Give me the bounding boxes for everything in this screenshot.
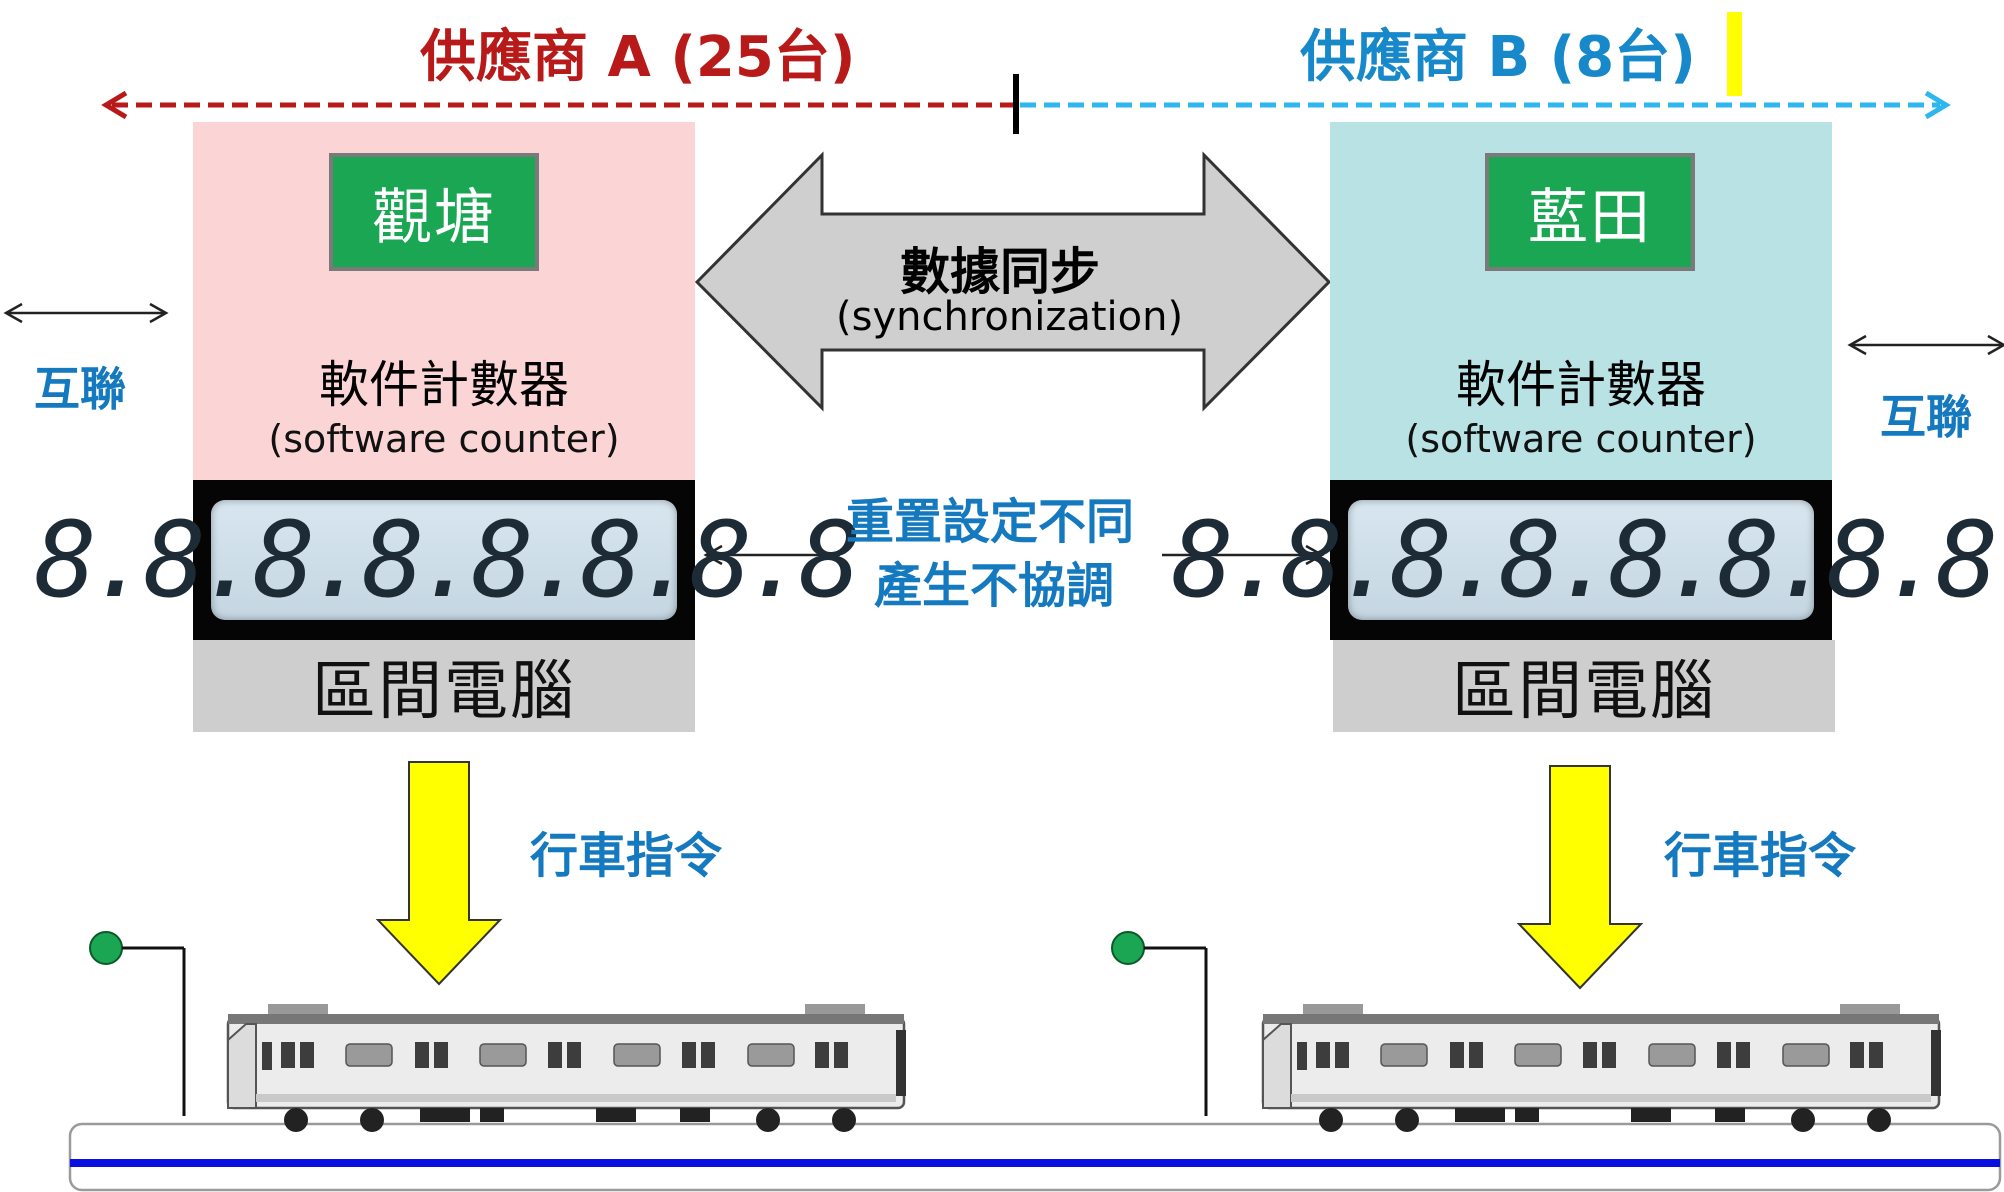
vendor-a-label: 供應商 A (25台) (420, 25, 856, 90)
sync-double-arrow (694, 151, 1332, 412)
station-b-counter-display: 8.8.8.8.8.8.8.8 (1171, 480, 1999, 640)
station-a-lcd-digits: 8.8.8.8.8.8.8.8 (34, 499, 861, 621)
command-arrow-right (1516, 765, 1644, 990)
command-arrow-left (375, 761, 503, 986)
reset-right-arrow (1162, 544, 1325, 566)
command-right-label: 行車指令 (1664, 828, 1857, 884)
signal-left (89, 931, 186, 1116)
station-b-section-computer: 區間電腦 (1333, 640, 1835, 732)
sync-label-en: (synchronization) (836, 294, 1184, 340)
station-a-section-computer: 區間電腦 (193, 640, 695, 732)
station-a-counter-display: 8.8.8.8.8.8.8.8 (34, 480, 862, 640)
interlink-right-label: 互聯 (1880, 390, 1972, 444)
vendor-b-label: 供應商 B (8台) (1300, 25, 1696, 90)
interlink-left-label: 互聯 (34, 362, 126, 416)
reset-mismatch-line2: 產生不協調 (874, 558, 1115, 614)
command-left-label: 行車指令 (530, 828, 723, 884)
station-b-counter-label: 軟件計數器 (1456, 356, 1706, 414)
reset-left-arrow (703, 544, 840, 566)
railway-track (68, 1122, 2002, 1192)
station-a-name-sign: 觀塘 (329, 153, 539, 271)
train-left (226, 1004, 906, 1132)
station-b-name-sign: 藍田 (1485, 153, 1695, 271)
station-a-counter-label: 軟件計數器 (319, 356, 569, 414)
highlight-marker (1727, 12, 1742, 96)
interlink-right-arrow (1847, 334, 2004, 356)
station-a-counter-label-en: (software counter) (268, 417, 620, 461)
vendor-a-arrow (101, 90, 1014, 120)
train-right (1261, 1004, 1941, 1132)
reset-mismatch-line1: 重置設定不同 (846, 494, 1135, 550)
station-b-lcd-digits: 8.8.8.8.8.8.8.8 (1171, 499, 1998, 621)
vendor-b-arrow (1020, 90, 1951, 120)
interlink-left-arrow (3, 302, 169, 324)
station-b-counter-label-en: (software counter) (1405, 417, 1757, 461)
signal-right (1111, 931, 1208, 1116)
sync-label: 數據同步 (900, 243, 1100, 301)
